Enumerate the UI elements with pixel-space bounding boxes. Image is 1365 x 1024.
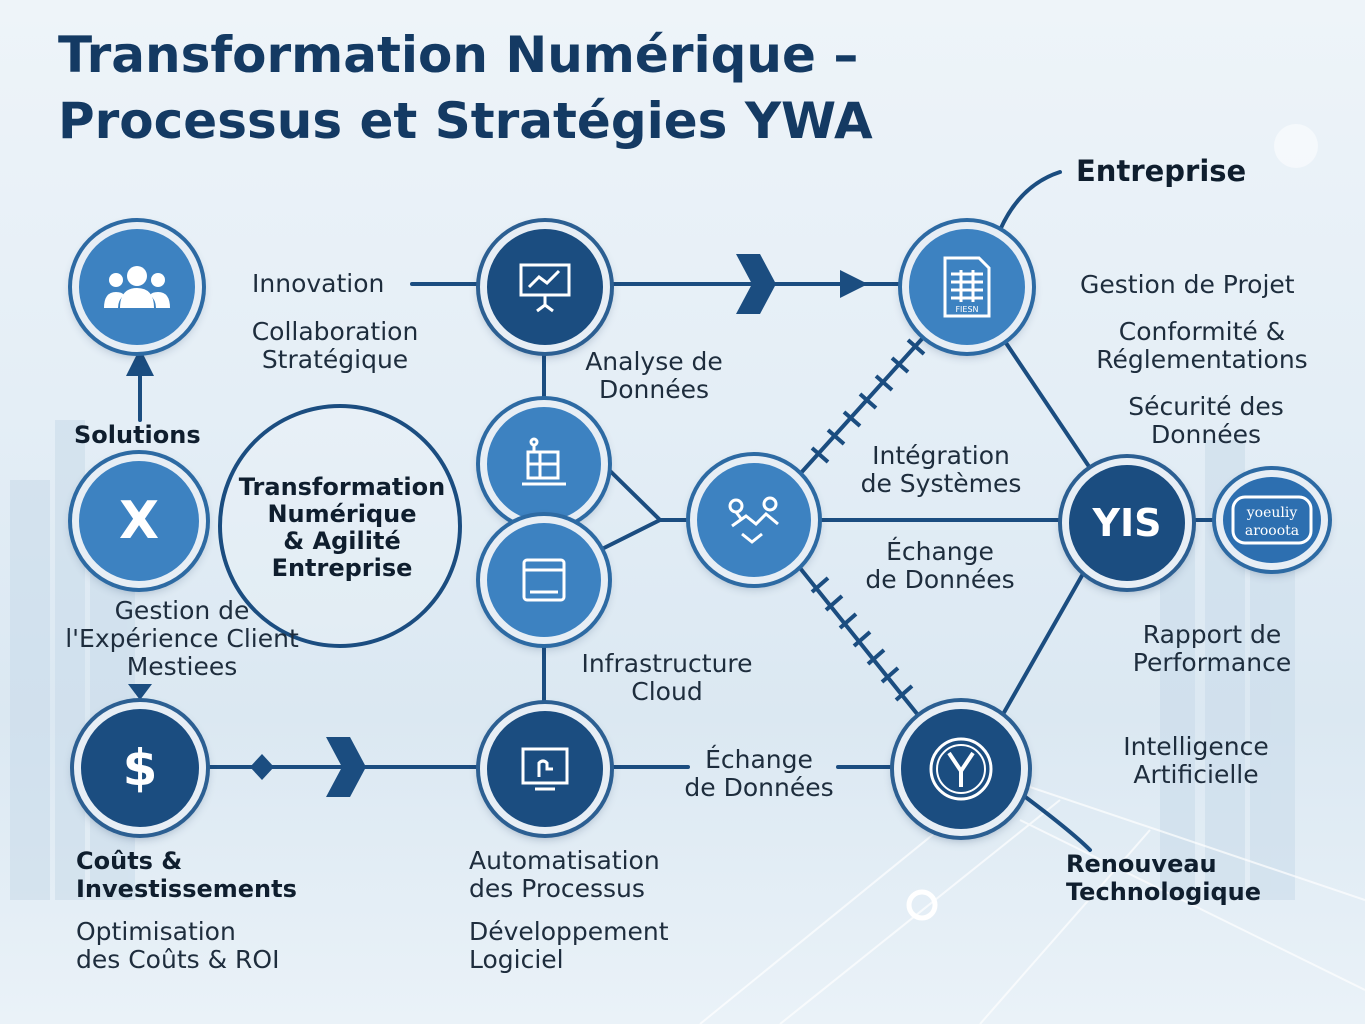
center-ring (218, 404, 462, 648)
renouveau-line-2: Technologique (1066, 878, 1262, 906)
dollar-node[interactable]: $ (74, 702, 206, 834)
echange-bottom-line-2: de Données (684, 773, 834, 802)
label-developpement: Développement Logiciel (469, 918, 669, 974)
center-line-3: & Agilité (283, 527, 401, 555)
echange-mid-line-1: Échange (886, 537, 994, 566)
label-gestion-projet: Gestion de Projet (1080, 270, 1295, 299)
label-couts: Coûts & Investissements (76, 847, 297, 903)
badge-stamp-icon: yoeuliy arooota (1231, 495, 1313, 545)
document-grid-icon: FIESN (943, 256, 991, 318)
echange-bottom-line-1: Échange (705, 745, 813, 774)
center-title: Transformation Numérique & Agilité Entre… (222, 474, 462, 582)
rapport-line-2: Performance (1132, 648, 1292, 677)
label-rapport: Rapport de Performance (1116, 621, 1308, 677)
infra-line-2: Cloud (631, 677, 703, 706)
x-symbol: X (118, 491, 160, 551)
optimisation-line-2: des Coûts & ROI (76, 945, 280, 974)
gestion-client-line-2: l'Expérience Client (65, 624, 299, 653)
badge-line-1: yoeuliy (1246, 505, 1298, 521)
integration-line-1: Intégration (872, 441, 1010, 470)
label-securite: Sécurité des Données (1108, 393, 1304, 449)
couts-line-1: Coûts & (76, 847, 183, 875)
badge-node[interactable]: yoeuliy arooota (1216, 470, 1328, 570)
dollar-symbol: $ (122, 739, 158, 797)
users-node[interactable] (72, 222, 202, 352)
label-automatisation: Automatisation des Processus (469, 847, 660, 903)
y-emblem-icon (929, 737, 993, 801)
label-echange-mid: Échange de Données (850, 538, 1030, 594)
gestion-client-line-3: Mestiees (126, 652, 238, 681)
label-integration: Intégration de Systèmes (846, 442, 1036, 498)
monitor-node[interactable] (480, 516, 608, 644)
hub-node[interactable] (690, 456, 818, 584)
echange-mid-line-2: de Données (865, 565, 1015, 594)
dev-line-1: Développement (469, 917, 669, 946)
x-node[interactable]: X (72, 454, 206, 588)
label-gestion-client: Gestion de l'Expérience Client Mestiees (52, 597, 312, 681)
center-line-2: Numérique (267, 500, 417, 528)
automation-node[interactable] (480, 704, 610, 834)
machine-icon (522, 437, 566, 486)
label-solutions: Solutions (74, 421, 201, 449)
securite-line-2: Données (1150, 420, 1262, 449)
label-conformite: Conformité & Réglementations (1080, 318, 1324, 374)
label-ia: Intelligence Artificielle (1106, 733, 1286, 789)
label-echange-bottom: Échange de Données (670, 746, 848, 802)
automatisation-line-2: des Processus (469, 874, 645, 903)
ia-line-1: Intelligence (1123, 732, 1269, 761)
dev-line-2: Logiciel (469, 945, 564, 974)
badge-line-2: arooota (1245, 523, 1299, 539)
presentation-node[interactable] (480, 222, 610, 352)
renouveau-line-1: Renouveau (1066, 850, 1217, 878)
y-emblem-node[interactable] (894, 702, 1028, 836)
label-innovation: Innovation (252, 269, 385, 298)
integration-line-2: de Systèmes (860, 469, 1022, 498)
automatisation-line-1: Automatisation (469, 846, 660, 875)
center-line-4: Entreprise (271, 554, 413, 582)
analyse-line-2: Données (598, 375, 710, 404)
gestion-client-line-1: Gestion de (114, 596, 250, 625)
yis-label: YIS (1092, 501, 1162, 545)
center-line-1: Transformation (238, 473, 446, 501)
presentation-board-icon (519, 263, 571, 313)
page-title: Transformation Numérique – Processus et … (58, 22, 873, 154)
title-line-1: Transformation Numérique – (58, 26, 859, 84)
yis-node[interactable]: YIS (1062, 458, 1192, 588)
screen-hand-icon (521, 747, 569, 791)
label-renouveau: Renouveau Technologique (1066, 850, 1261, 906)
users-icon (104, 266, 170, 308)
couts-line-2: Investissements (76, 875, 297, 903)
rapport-line-1: Rapport de (1142, 620, 1282, 649)
analyse-line-1: Analyse de (585, 347, 723, 376)
conformite-line-2: Réglementations (1096, 345, 1308, 374)
optimisation-line-1: Optimisation (76, 917, 236, 946)
collab-line-1: Collaboration (251, 317, 419, 346)
doc-caption: FIESN (955, 305, 978, 314)
label-optimisation: Optimisation des Coûts & ROI (76, 918, 279, 974)
machine-node[interactable] (480, 400, 608, 528)
securite-line-1: Sécurité des (1128, 392, 1284, 421)
document-node[interactable]: FIESN (902, 222, 1032, 352)
ia-line-2: Artificielle (1133, 760, 1259, 789)
conformite-line-1: Conformité & (1118, 317, 1286, 346)
title-line-2: Processus et Stratégies YWA (58, 92, 873, 150)
collab-line-2: Stratégique (261, 345, 409, 374)
label-collaboration: Collaboration Stratégique (242, 318, 428, 374)
infra-line-1: Infrastructure (581, 649, 753, 678)
window-icon (522, 558, 566, 602)
handshake-network-icon (728, 496, 779, 544)
label-analyse: Analyse de Données (570, 348, 738, 404)
label-entreprise: Entreprise (1076, 154, 1247, 188)
label-infrastructure: Infrastructure Cloud (568, 650, 766, 706)
